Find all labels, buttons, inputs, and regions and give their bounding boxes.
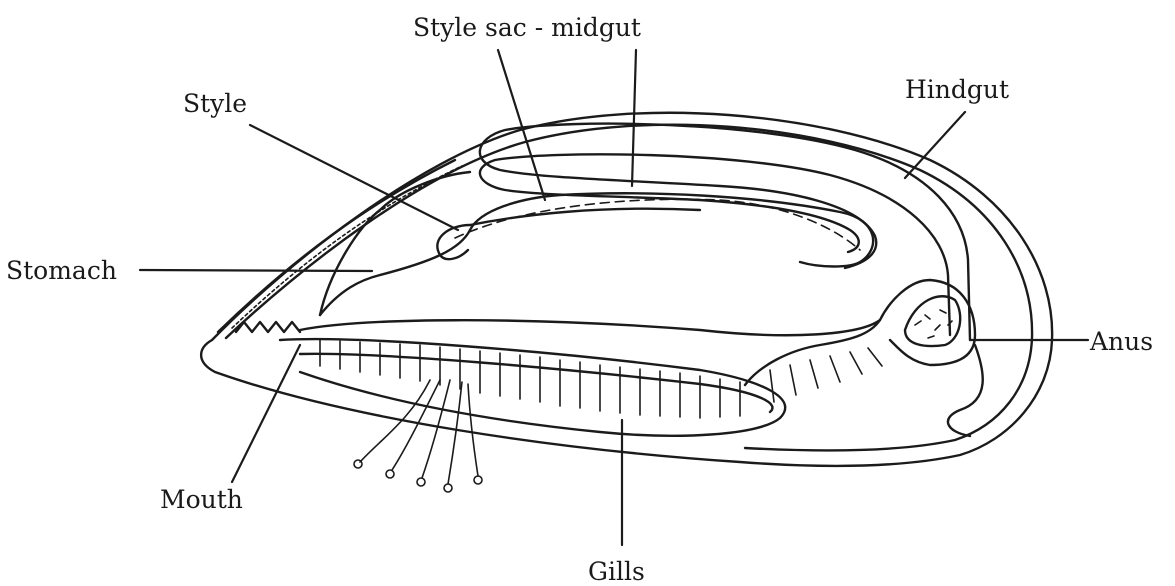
leader-stomach [140, 270, 372, 271]
leader-style [250, 125, 458, 230]
leader-mouth [232, 345, 300, 482]
label-style-sac-midgut: Style sac - midgut [413, 13, 641, 42]
label-mouth: Mouth [160, 485, 243, 514]
label-hindgut: Hindgut [905, 75, 1009, 104]
label-stomach: Stomach [6, 256, 117, 285]
gills [236, 322, 882, 492]
label-anus: Anus [1089, 327, 1153, 356]
label-gills: Gills [588, 557, 645, 586]
visceral-mass [300, 280, 975, 385]
leader-style-sac-2 [632, 50, 636, 186]
label-style: Style [183, 89, 247, 118]
leader-hindgut [905, 112, 965, 178]
